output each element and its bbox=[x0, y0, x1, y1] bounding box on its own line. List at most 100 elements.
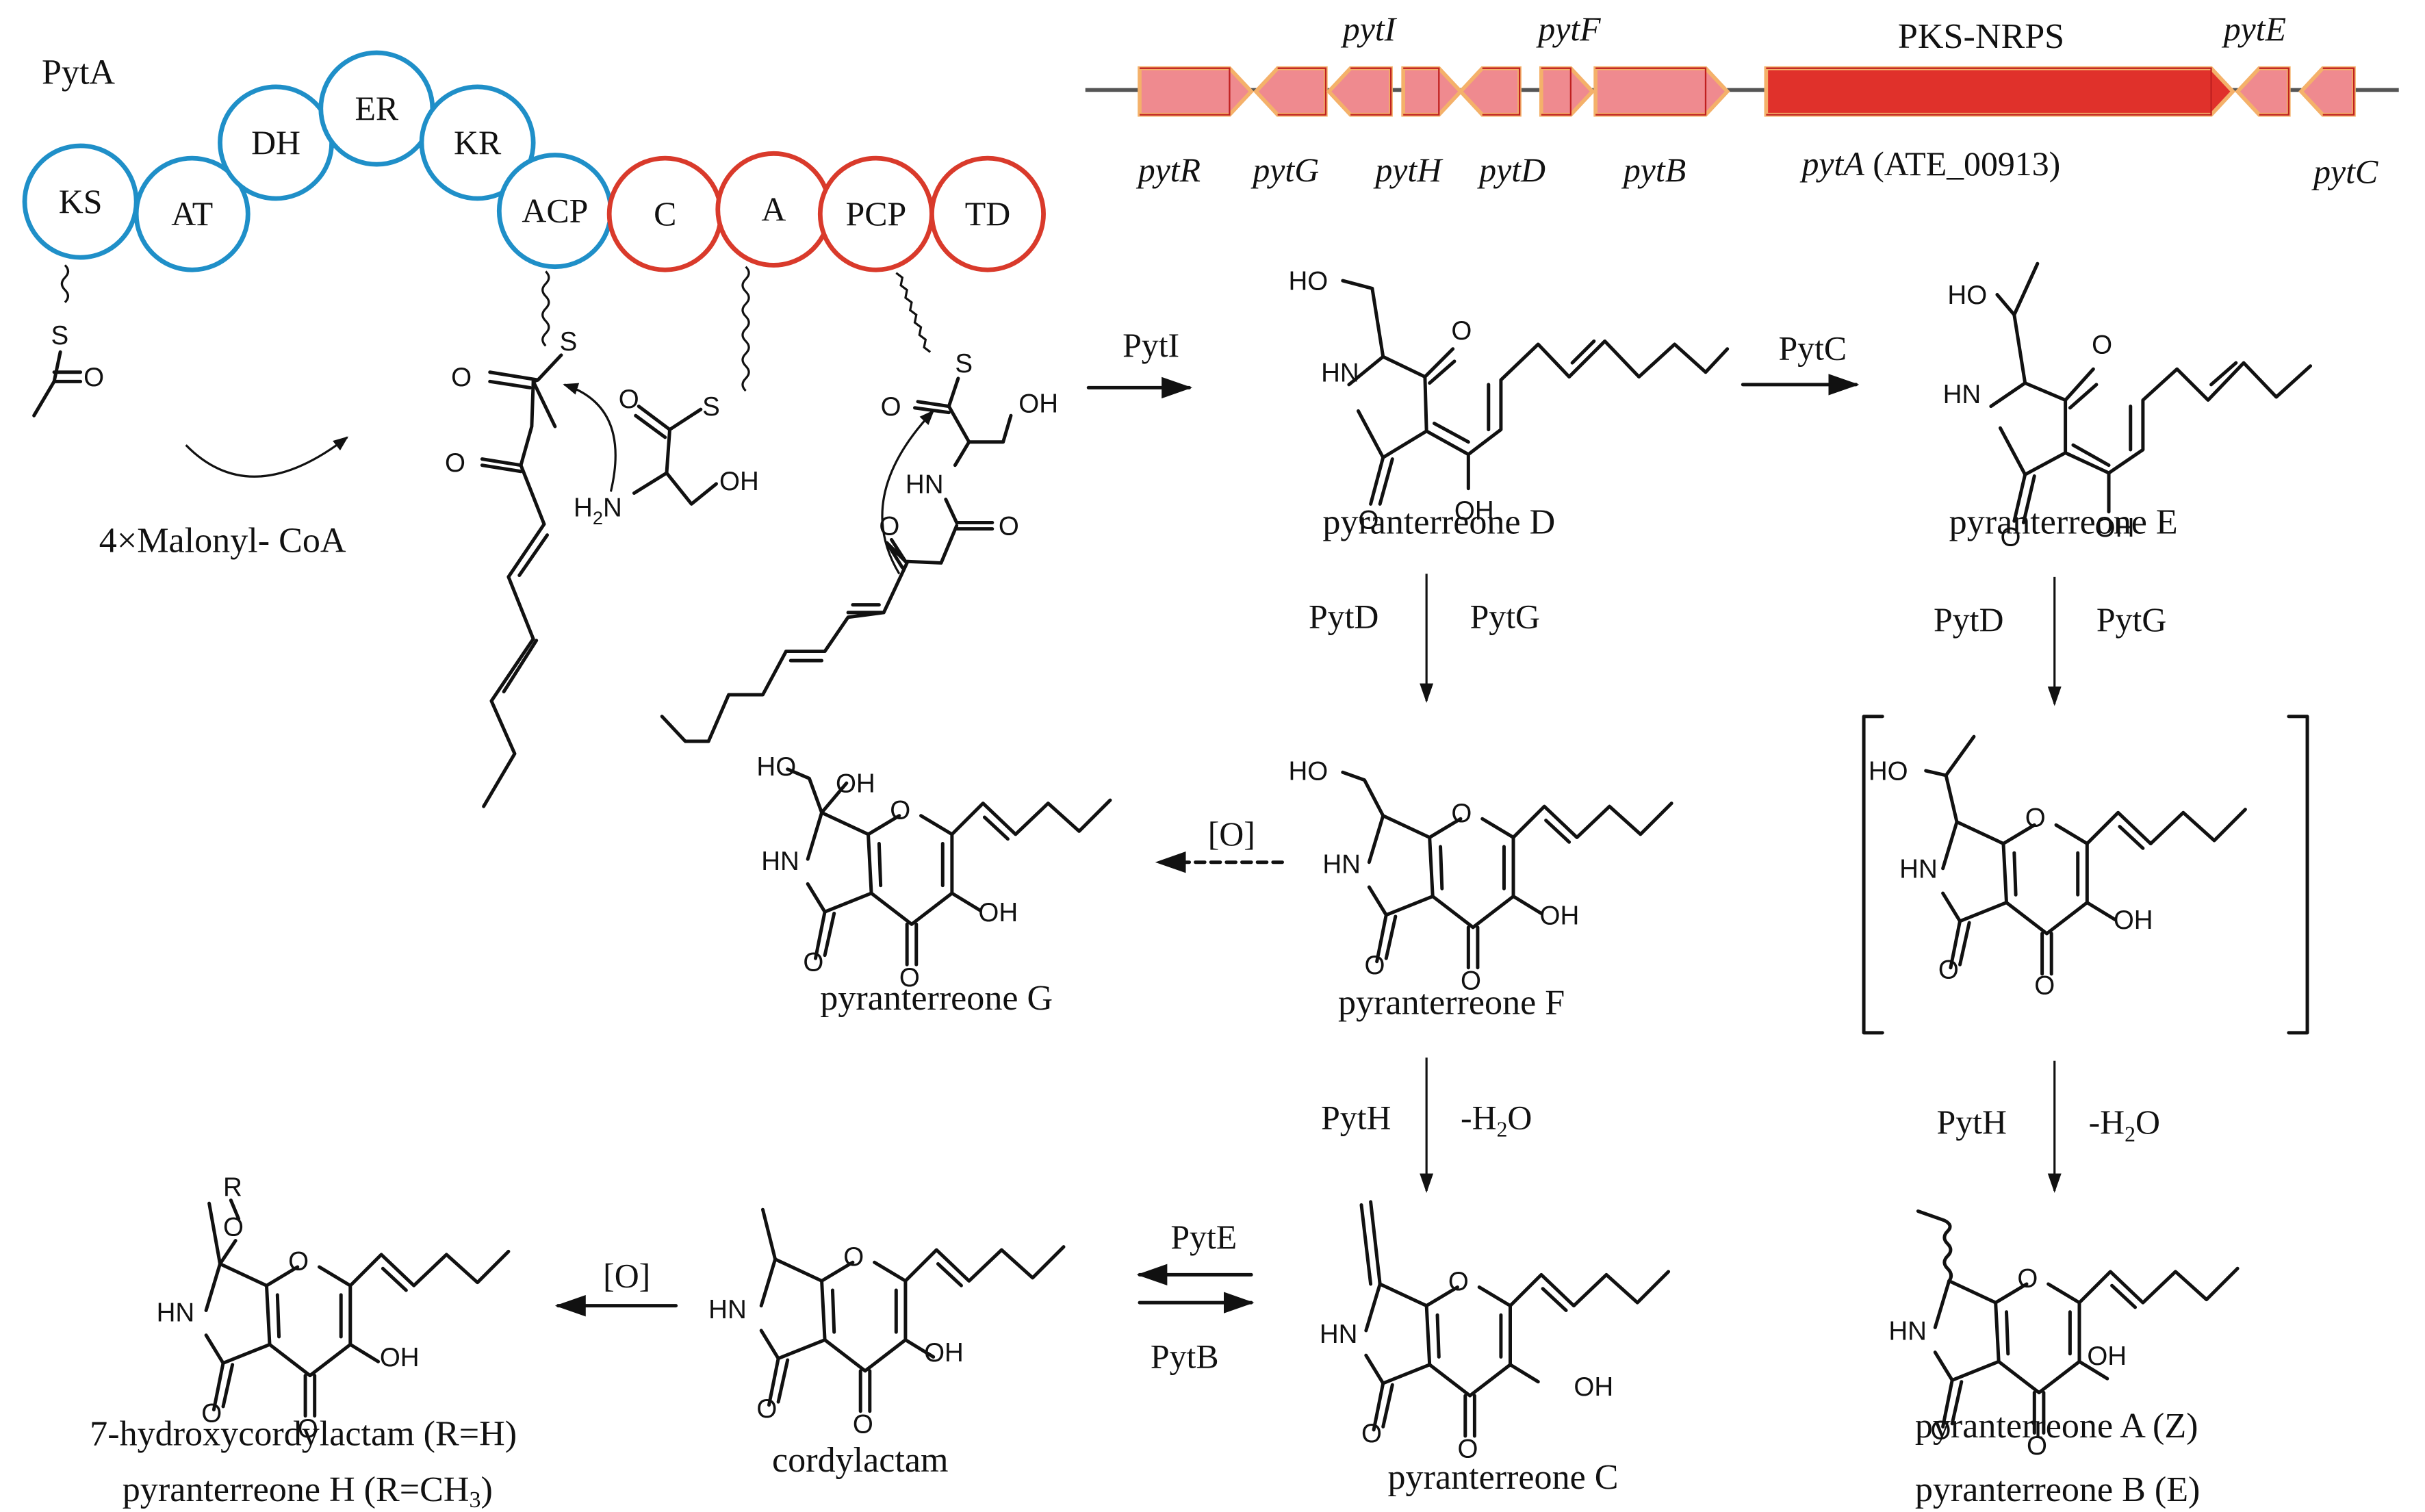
acp-keto-oxygen: O bbox=[445, 448, 465, 478]
reaction-arrows: PytI PytC PytD PytG PytD PytG [O] PytH -… bbox=[554, 326, 2166, 1375]
g-nh: HN bbox=[761, 847, 799, 876]
serine-carbonyl-oxygen: O bbox=[619, 385, 639, 414]
gene-label-pytd: pytD bbox=[1477, 151, 1545, 189]
step-label-dehydration-right: -H2O bbox=[2089, 1103, 2160, 1146]
e-hydroxyl: HO bbox=[1947, 281, 1987, 310]
e-enol-hydroxyl: OH bbox=[2095, 513, 2135, 543]
g-hydroxyl-7: OH bbox=[836, 769, 875, 799]
gene-arrow-edge bbox=[1482, 67, 1521, 116]
gene-arrow-edge bbox=[1766, 67, 2212, 116]
domain-dh: DH bbox=[218, 84, 335, 201]
f-hydroxyl-3: OH bbox=[1540, 901, 1580, 930]
compound-name-a: pyranterreone A (Z) bbox=[1915, 1407, 2198, 1446]
c-nh: HN bbox=[1320, 1320, 1358, 1349]
gene-arrow-edge bbox=[1595, 67, 1707, 116]
ab-hydroxyl-3: OH bbox=[2087, 1342, 2127, 1371]
gene-annotation-pks-nrps: PKS-NRPS bbox=[1898, 17, 2064, 56]
step-label-pytd-left: PytD bbox=[1309, 598, 1378, 636]
pks-domain-circle bbox=[419, 84, 536, 201]
domain-label: ER bbox=[355, 90, 398, 127]
g-hydroxyl-3: OH bbox=[978, 898, 1018, 927]
module-title: PytA bbox=[42, 53, 115, 92]
gene-label-pyti: pytI bbox=[1341, 10, 1398, 48]
h-lactam-oxygen: O bbox=[201, 1399, 222, 1428]
domain-label: ACP bbox=[522, 192, 588, 230]
intermediate-lactam-oxygen: O bbox=[1938, 956, 1959, 985]
gene-arrow-edge bbox=[2259, 67, 2289, 116]
cordylactam-lactam-oxygen: O bbox=[756, 1394, 777, 1424]
serine-amine: H2N bbox=[574, 493, 622, 528]
compound-pyranterreone-e: HO HN O O OH pyranterreone E bbox=[1943, 261, 2313, 552]
c-lactam-oxygen: O bbox=[1361, 1419, 1382, 1448]
gene-arrow-edge bbox=[1277, 67, 1327, 116]
h-pyranone-oxygen: O bbox=[298, 1414, 318, 1444]
d-nh: HN bbox=[1321, 358, 1359, 387]
nrps-domain-circle bbox=[929, 155, 1046, 272]
d-hydroxyl: HO bbox=[1289, 267, 1329, 296]
compound-name-pyranterreone-h: pyranterreone H (R=CH3) bbox=[123, 1470, 493, 1512]
compound-pyranterreone-f: HO HN O O O OH pyranterreone F bbox=[1289, 757, 1672, 1023]
cordylactam-hydroxyl-3: OH bbox=[924, 1338, 964, 1368]
gene-arrow-pyti bbox=[1326, 66, 1393, 117]
left-bracket bbox=[1862, 715, 1884, 1035]
compound-name-e: pyranterreone E bbox=[1949, 502, 2178, 541]
d-keto-oxygen: O bbox=[1451, 316, 1472, 346]
c-hydroxyl-3: OH bbox=[1574, 1372, 1613, 1402]
gene-arrow-pytb bbox=[1593, 66, 1730, 117]
gene-arrow-pyth bbox=[1401, 66, 1463, 117]
cordylactam-nh: HN bbox=[708, 1295, 747, 1324]
c-pyranone-oxygen: O bbox=[1457, 1435, 1478, 1464]
domain-pcp: PCP bbox=[817, 155, 934, 272]
gene-label-pytr: pytR bbox=[1136, 151, 1201, 189]
step-label-pyti: PytI bbox=[1122, 326, 1179, 364]
acp-tether bbox=[541, 270, 550, 347]
g-lactam-oxygen: O bbox=[803, 947, 823, 977]
gene-label-pyte: pytE bbox=[2222, 10, 2286, 48]
domain-ks: KS bbox=[22, 143, 139, 260]
f-pyranone-oxygen: O bbox=[1461, 966, 1481, 995]
step-label-pytb: PytB bbox=[1151, 1337, 1219, 1375]
gene-arrow-edge bbox=[1403, 67, 1440, 116]
extender-label: 4×Malonyl- CoA bbox=[99, 522, 346, 561]
step-label-pytg-right: PytG bbox=[2096, 601, 2166, 639]
compound-pyranterreone-g: HO OH HN O O O OH pyranterreone G bbox=[756, 752, 1110, 1018]
pcp-attack-arrow bbox=[881, 409, 935, 575]
e-nh: HN bbox=[1943, 380, 1981, 409]
pcp-thioester-oxygen: O bbox=[881, 392, 901, 422]
intermediate-hydroxyl: HO bbox=[1869, 757, 1908, 786]
step-label-oxidation-g: [O] bbox=[1208, 815, 1255, 853]
acetyl-bond bbox=[32, 350, 62, 418]
domain-label: PCP bbox=[846, 195, 907, 233]
gene-label-pytf: pytF bbox=[1536, 10, 1601, 48]
gene-arrow-pytf bbox=[1539, 66, 1595, 117]
compound-name-b: pyranterreone B (E) bbox=[1915, 1470, 2201, 1509]
acp-sulfur: S bbox=[560, 327, 578, 357]
a-domain-tether bbox=[741, 266, 750, 392]
acp-attack-arrow bbox=[563, 383, 617, 492]
right-bracket bbox=[2287, 715, 2309, 1035]
domain-at: AT bbox=[133, 155, 251, 272]
pcp-amide-oxygen: O bbox=[999, 512, 1019, 541]
cordylactam-ring-oxygen: O bbox=[843, 1242, 864, 1272]
gene-arrow-edge bbox=[2322, 67, 2355, 116]
ks-sulfur: S bbox=[51, 321, 69, 350]
d-lactam-oxygen: O bbox=[1358, 506, 1378, 535]
acp-thioester-oxygen: O bbox=[451, 363, 472, 392]
domain-td: TD bbox=[929, 155, 1046, 272]
gene-label-pyth: pytH bbox=[1373, 151, 1444, 189]
gene-label-pytb: pytB bbox=[1621, 151, 1686, 189]
domain-label: A bbox=[761, 190, 786, 228]
domain-a: A bbox=[715, 151, 832, 268]
f-nh: HN bbox=[1322, 850, 1361, 880]
h-r-group: R bbox=[223, 1173, 242, 1202]
pcp-sulfur: S bbox=[955, 349, 973, 379]
compound-name-c: pyranterreone C bbox=[1388, 1458, 1619, 1497]
f-lactam-oxygen: O bbox=[1365, 951, 1385, 980]
domain-acp: ACP bbox=[496, 153, 613, 270]
d-enol-hydroxyl: OH bbox=[1454, 496, 1494, 526]
compound-cordylactam: HN O O O OH cordylactam bbox=[708, 1207, 1064, 1480]
intermediate-nh: HN bbox=[1899, 854, 1938, 884]
gene-arrow-pytd bbox=[1458, 66, 1522, 117]
